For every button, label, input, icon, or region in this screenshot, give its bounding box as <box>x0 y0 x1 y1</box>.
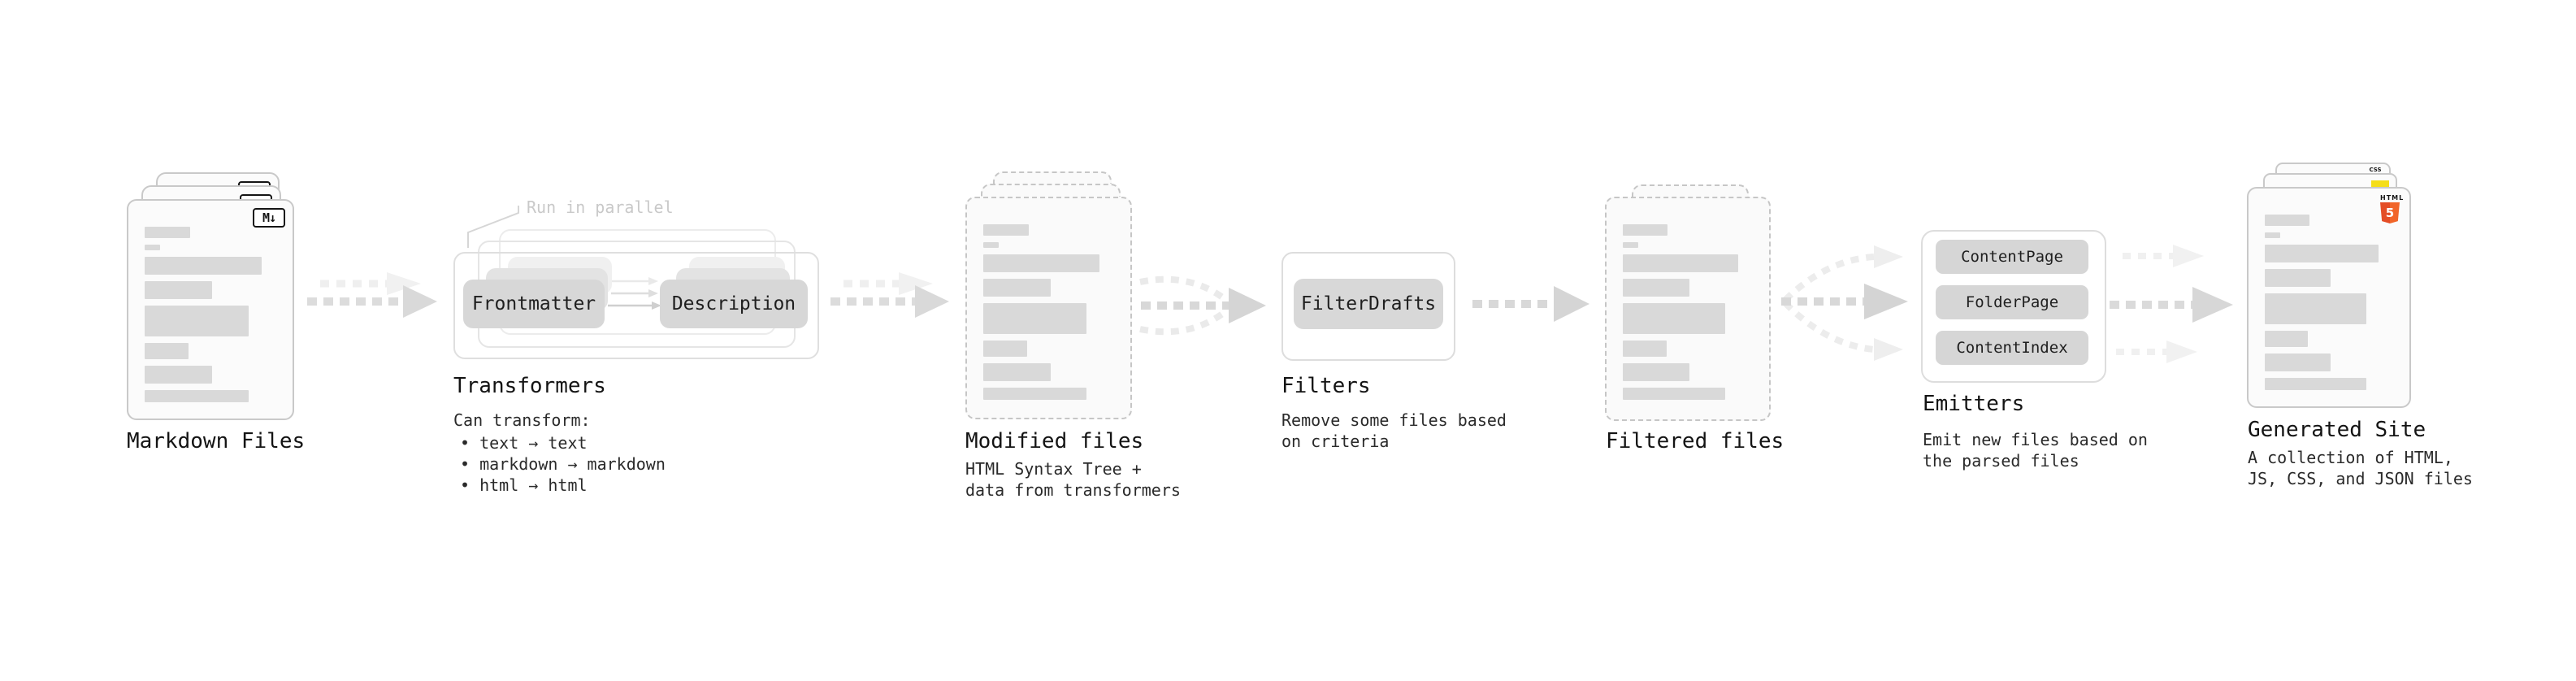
modified-files-caption-line1: HTML Syntax Tree + <box>965 459 1142 479</box>
transformers-bullet-3: • html → html <box>460 475 588 495</box>
modified-file-card-front <box>965 197 1132 419</box>
description-box-label: Description <box>671 293 796 314</box>
emitters-label: Emitters <box>1923 392 2025 416</box>
document-placeholder-bars <box>2265 215 2392 390</box>
filters-label: Filters <box>1281 374 1371 398</box>
arrow-transformers-to-modified <box>830 272 949 318</box>
run-in-parallel-annotation: Run in parallel <box>527 197 674 217</box>
generated-file-card-html: HTML 5 <box>2247 187 2411 408</box>
content-page-box: ContentPage <box>1936 240 2088 274</box>
transformers-bullet-2: • markdown → markdown <box>460 454 666 474</box>
markdown-files-label: Markdown Files <box>127 429 306 453</box>
js-icon <box>2371 180 2389 189</box>
generated-site-caption-line1: A collection of HTML, <box>2248 448 2453 467</box>
generated-site-caption-line2: JS, CSS, and JSON files <box>2248 469 2473 488</box>
document-placeholder-bars <box>145 227 275 402</box>
filter-drafts-box: FilterDrafts <box>1294 279 1443 329</box>
arrow-markdown-to-transformers <box>307 272 437 318</box>
document-placeholder-bars <box>983 224 1112 400</box>
html5-icon: HTML 5 <box>2380 194 2405 223</box>
transformer-frame-front <box>453 252 819 359</box>
transformers-bullet-1: • text → text <box>460 433 588 453</box>
content-page-box-label: ContentPage <box>1961 248 2063 266</box>
arrow-filters-to-filtered <box>1472 286 1589 322</box>
transformers-caption-title: Can transform: <box>453 410 591 430</box>
html5-icon-shield: 5 <box>2380 202 2400 223</box>
filters-caption-line2: on criteria <box>1281 432 1390 451</box>
markdown-file-card-front: M↓ <box>127 199 294 420</box>
content-index-box: ContentIndex <box>1936 331 2088 365</box>
filtered-files-label: Filtered files <box>1606 429 1785 453</box>
filter-drafts-box-label: FilterDrafts <box>1300 293 1437 314</box>
description-box: Description <box>660 280 808 328</box>
css-icon-label: CSS <box>2369 167 2382 173</box>
frontmatter-box-label: Frontmatter <box>471 293 596 314</box>
arrow-modified-to-filters <box>1139 275 1266 336</box>
folder-page-box: FolderPage <box>1936 285 2088 319</box>
filtered-file-card-front <box>1605 197 1771 421</box>
folder-page-box-label: FolderPage <box>1965 293 2059 311</box>
content-index-box-label: ContentIndex <box>1956 339 2068 357</box>
html5-icon-label: HTML <box>2380 194 2405 202</box>
markdown-icon-glyph: M↓ <box>262 210 276 225</box>
arrow-filtered-to-emitters <box>1781 245 1908 361</box>
frontmatter-box: Frontmatter <box>463 280 605 328</box>
generated-site-label: Generated Site <box>2248 418 2426 442</box>
arrow-emitters-to-generated <box>2110 245 2233 363</box>
modified-files-label: Modified files <box>965 429 1144 453</box>
transformers-label: Transformers <box>453 374 606 398</box>
emitters-caption-line2: the parsed files <box>1923 451 2079 471</box>
markdown-icon: M↓ <box>253 208 285 228</box>
html5-icon-digit: 5 <box>2385 205 2395 220</box>
emitters-caption-line1: Emit new files based on <box>1923 430 2148 449</box>
modified-files-caption-line2: data from transformers <box>965 480 1181 500</box>
filters-caption-line1: Remove some files based <box>1281 410 1507 430</box>
document-placeholder-bars <box>1623 224 1751 400</box>
